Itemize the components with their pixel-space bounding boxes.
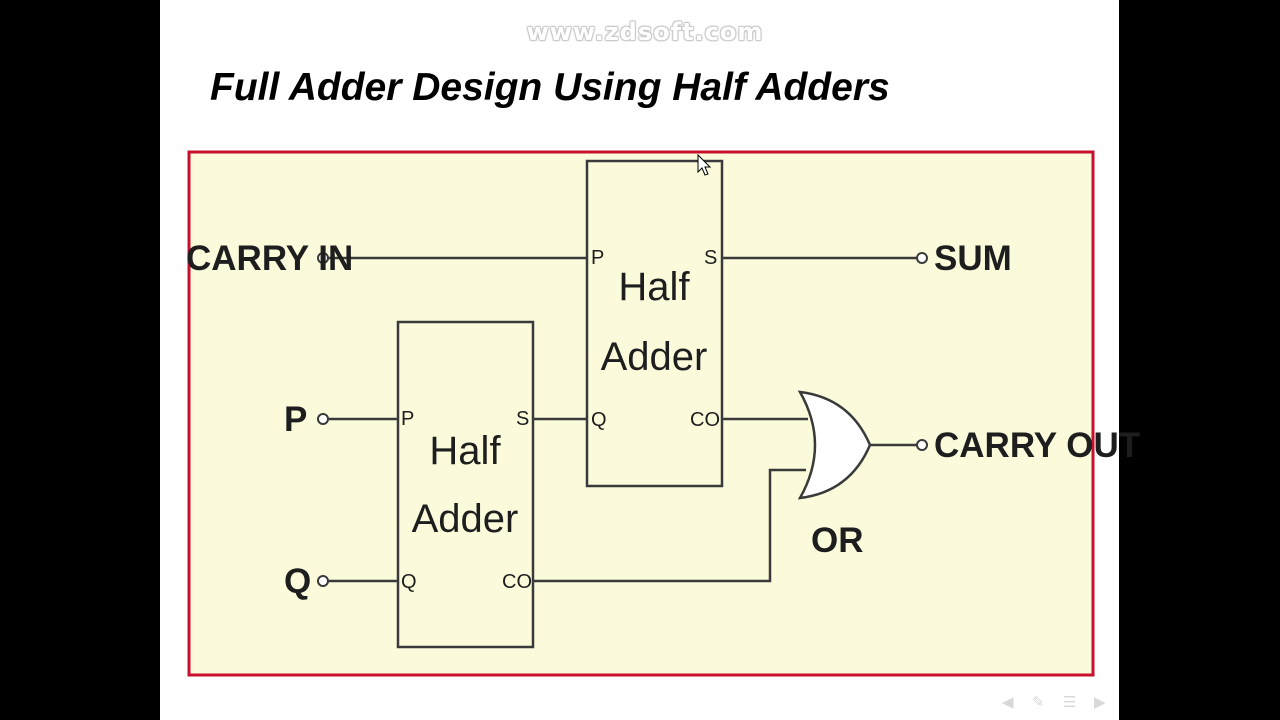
half-adder-1-pin-s: S [516, 408, 529, 430]
diagram-frame [187, 150, 1095, 677]
half-adder-2-title-line1: Half [618, 265, 690, 309]
pen-icon[interactable]: ✎ [1032, 693, 1045, 711]
terminal-carry-in [317, 252, 329, 264]
half-adder-2-pin-q: Q [591, 409, 607, 431]
label-carry-in: CARRY IN [186, 239, 353, 278]
slide-title: Full Adder Design Using Half Adders [210, 66, 890, 109]
arrow-left-icon[interactable]: ◀ [1002, 693, 1014, 711]
mouse-cursor-icon [697, 153, 712, 176]
or-gate-symbol [797, 390, 872, 500]
label-q: Q [284, 562, 311, 601]
half-adder-1-title-line1: Half [429, 429, 501, 473]
terminal-p [317, 413, 329, 425]
half-adder-2-block [585, 159, 724, 488]
label-sum: SUM [934, 239, 1012, 278]
half-adder-1-pin-p: P [401, 408, 414, 430]
arrow-right-icon[interactable]: ▶ [1094, 693, 1106, 711]
wires [328, 256, 918, 583]
half-adder-2-pin-s: S [704, 247, 717, 269]
half-adder-1-title-line2: Adder [412, 497, 519, 541]
menu-icon[interactable]: ☰ [1063, 693, 1077, 711]
terminal-sum [916, 252, 928, 264]
terminals [317, 252, 928, 587]
half-adder-2-pin-co: CO [690, 409, 720, 431]
label-or: OR [811, 521, 864, 560]
half-adder-1-pin-q: Q [401, 571, 417, 593]
half-adder-1-block [396, 320, 535, 649]
terminal-carry-out [916, 439, 928, 451]
half-adder-1-pin-co: CO [502, 571, 532, 593]
wire-co1-to-or [533, 468, 806, 583]
watermark: www.zdsoft.com [526, 18, 764, 46]
terminal-q [317, 575, 329, 587]
label-carry-out: CARRY OUT [934, 426, 1140, 465]
half-adder-2-pin-p: P [591, 247, 604, 269]
label-p: P [284, 400, 307, 439]
half-adder-2-title-line2: Adder [601, 335, 708, 379]
